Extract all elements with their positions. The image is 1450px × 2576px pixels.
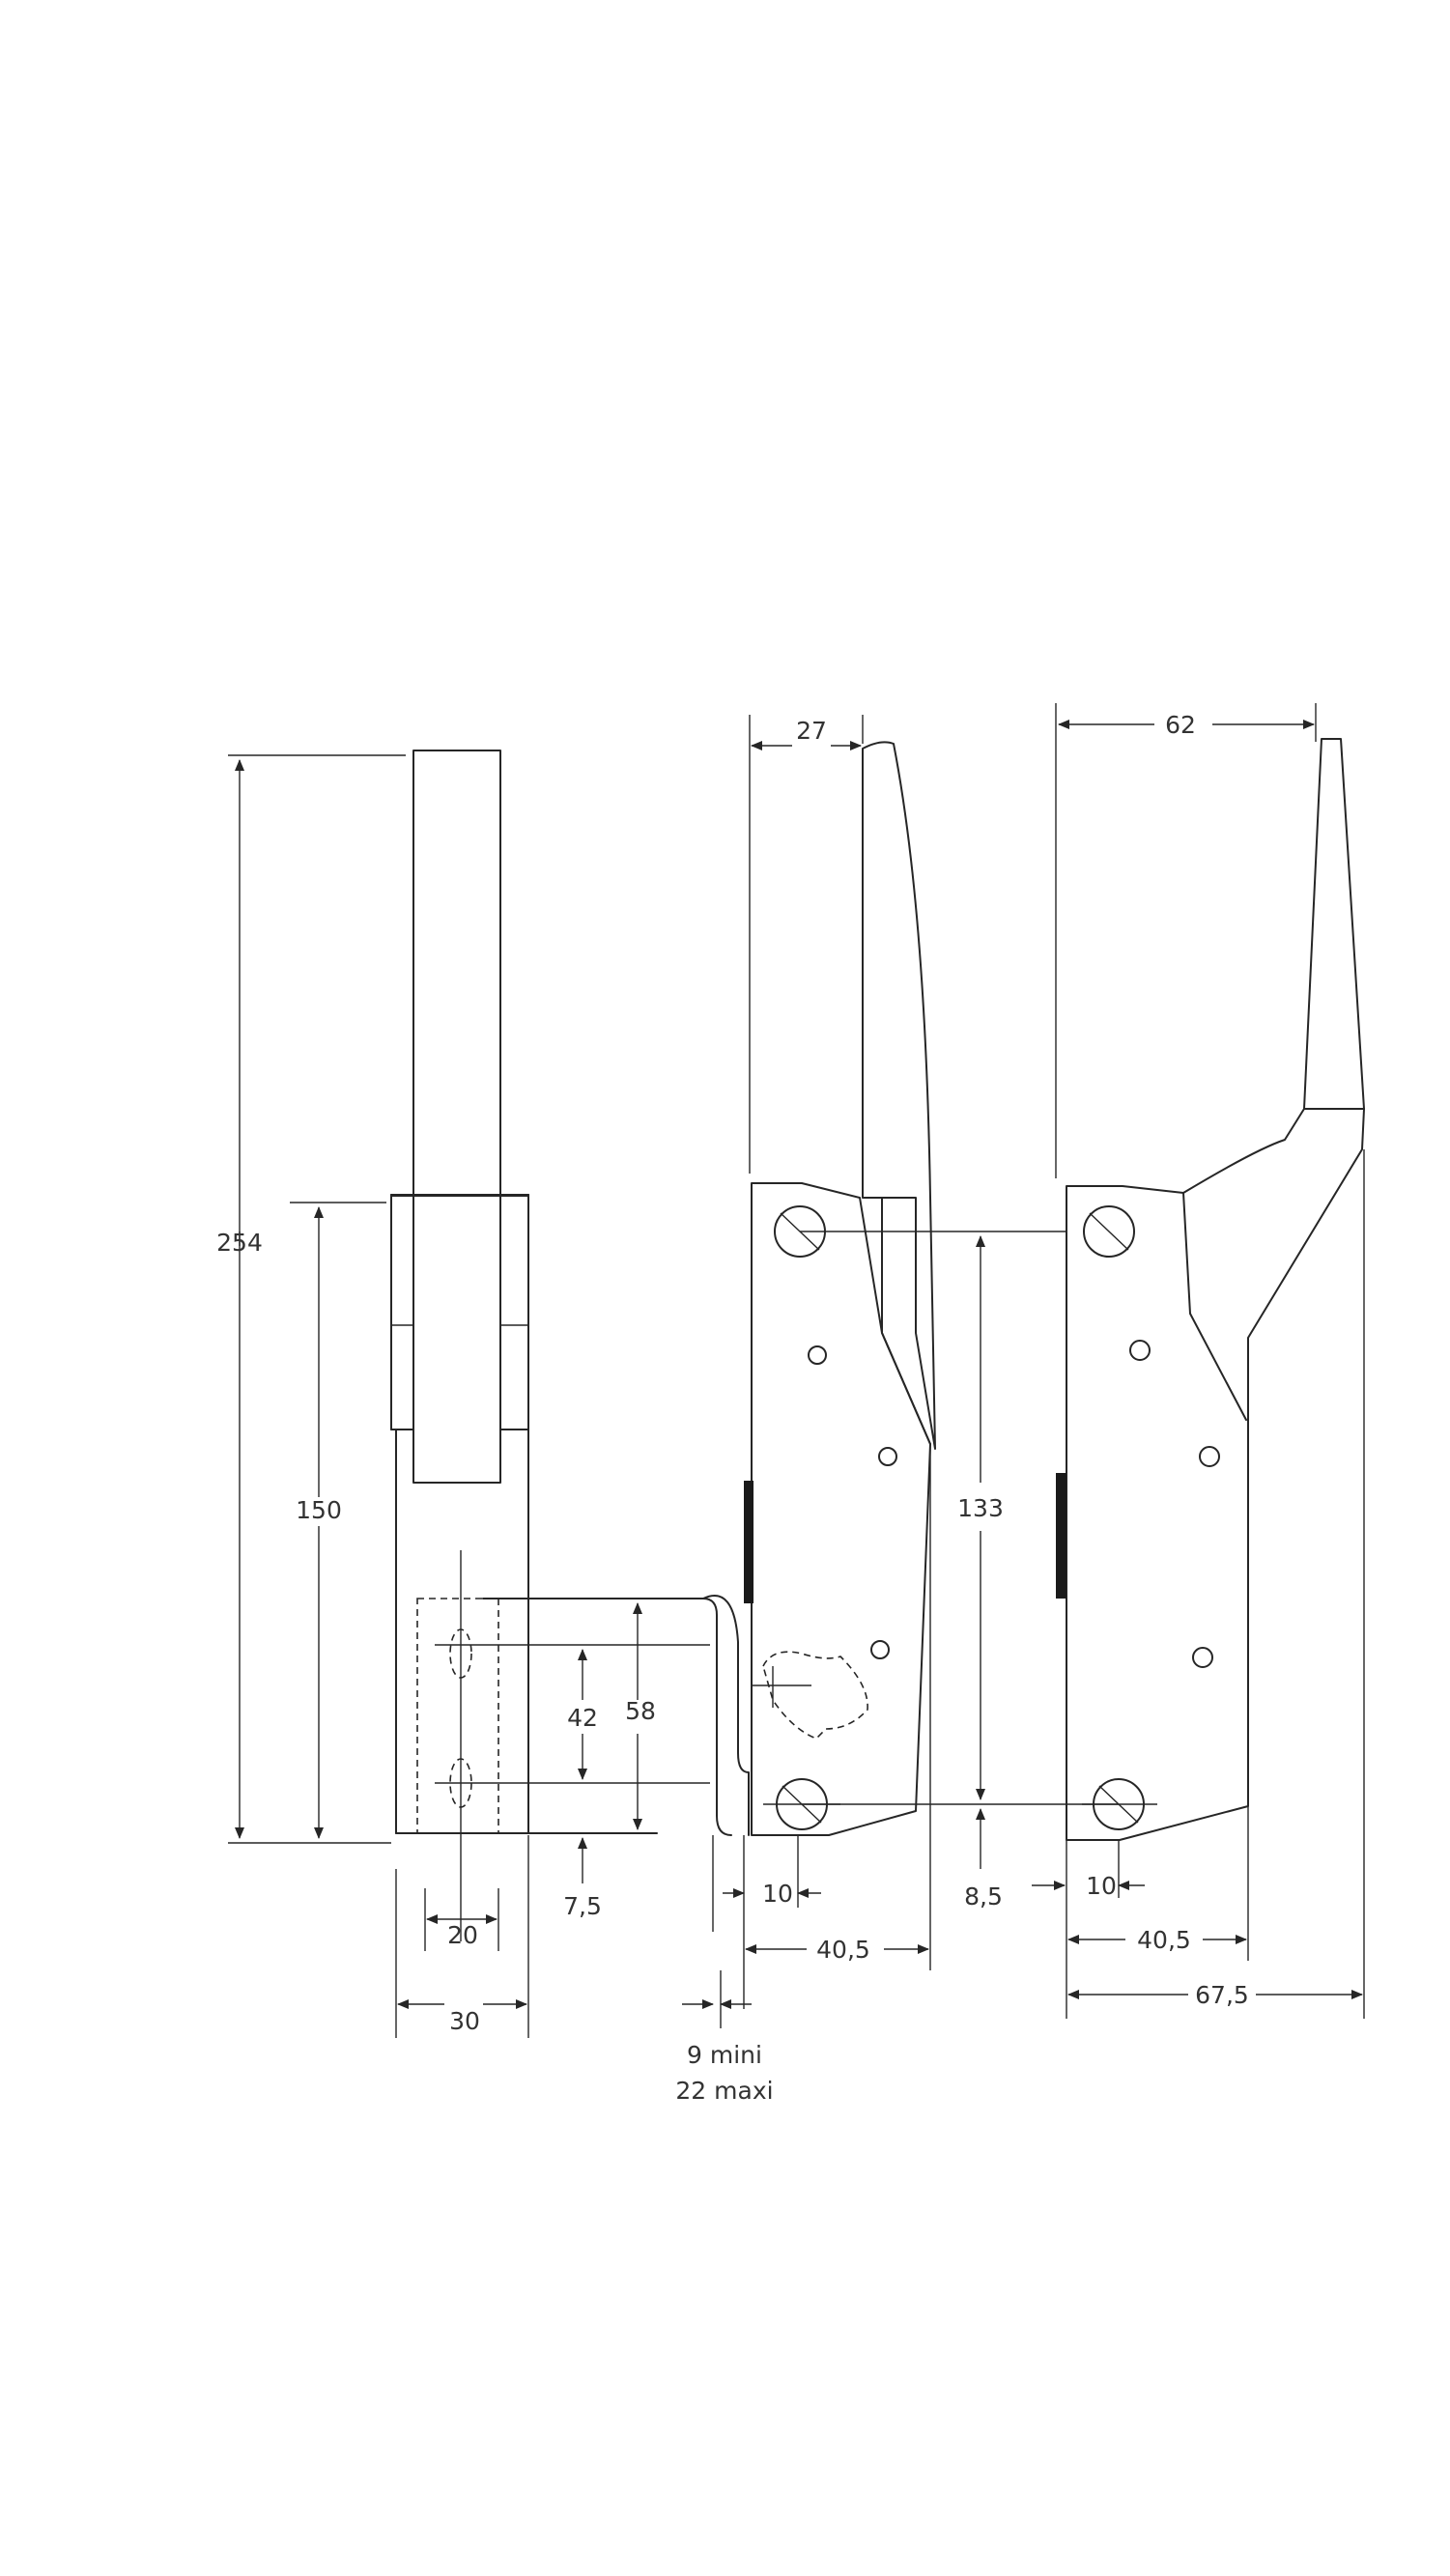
strike-plate-inner: [702, 1595, 750, 1836]
dim-67-5: 67,5: [1195, 1981, 1249, 2009]
dim-133: 133: [957, 1494, 1004, 1522]
front-b-pin-2: [1199, 1446, 1220, 1467]
dim-40-5-b: 40,5: [1137, 1926, 1191, 1954]
side-bracket-outline: [395, 1429, 529, 1834]
dim-42: 42: [567, 1704, 598, 1732]
front-a-pin-3: [870, 1640, 890, 1659]
side-plate-right: [499, 1194, 529, 1430]
dim-27: 27: [796, 717, 827, 745]
dim-8-5: 8,5: [964, 1882, 1003, 1911]
dim-30: 30: [449, 2007, 480, 2035]
side-slot-region: [416, 1598, 499, 1834]
front-view-a: [744, 741, 1109, 1836]
front-b-seal: [1056, 1473, 1066, 1599]
dim-254: 254: [216, 1229, 263, 1257]
dim-9-mini: 9 mini: [687, 2041, 762, 2069]
front-a-handle: [862, 741, 936, 1450]
dim-22-maxi: 22 maxi: [675, 2077, 773, 2105]
dimension-labels: 254 150 42 58 7,5 20 30 9 mini 22 maxi 2…: [216, 711, 1249, 2105]
front-a-pin-2: [878, 1447, 897, 1466]
front-a-seal: [744, 1481, 753, 1603]
front-a-body: [751, 1182, 931, 1836]
dim-62: 62: [1165, 711, 1196, 739]
side-handle-bar: [412, 750, 501, 1484]
dim-10-b: 10: [1086, 1872, 1117, 1900]
front-b-pin-3: [1192, 1647, 1213, 1668]
front-b-pin-1: [1129, 1340, 1151, 1361]
dim-7-5: 7,5: [563, 1892, 602, 1920]
front-b-hole-top: [1083, 1205, 1135, 1258]
side-view: [390, 750, 750, 1941]
strike-plate: [482, 1598, 732, 1836]
front-a-pin-1: [808, 1345, 827, 1365]
dim-20: 20: [447, 1921, 478, 1949]
front-a-latch: [762, 1651, 868, 1740]
dim-150: 150: [296, 1496, 342, 1524]
side-plate-left: [390, 1194, 414, 1430]
dimension-lines: [228, 703, 1365, 2038]
dim-10-a: 10: [762, 1880, 793, 1908]
dim-40-5-a: 40,5: [816, 1936, 870, 1964]
front-view-b: [802, 738, 1365, 1841]
dim-58: 58: [625, 1697, 656, 1725]
front-b-body: [1066, 738, 1365, 1841]
